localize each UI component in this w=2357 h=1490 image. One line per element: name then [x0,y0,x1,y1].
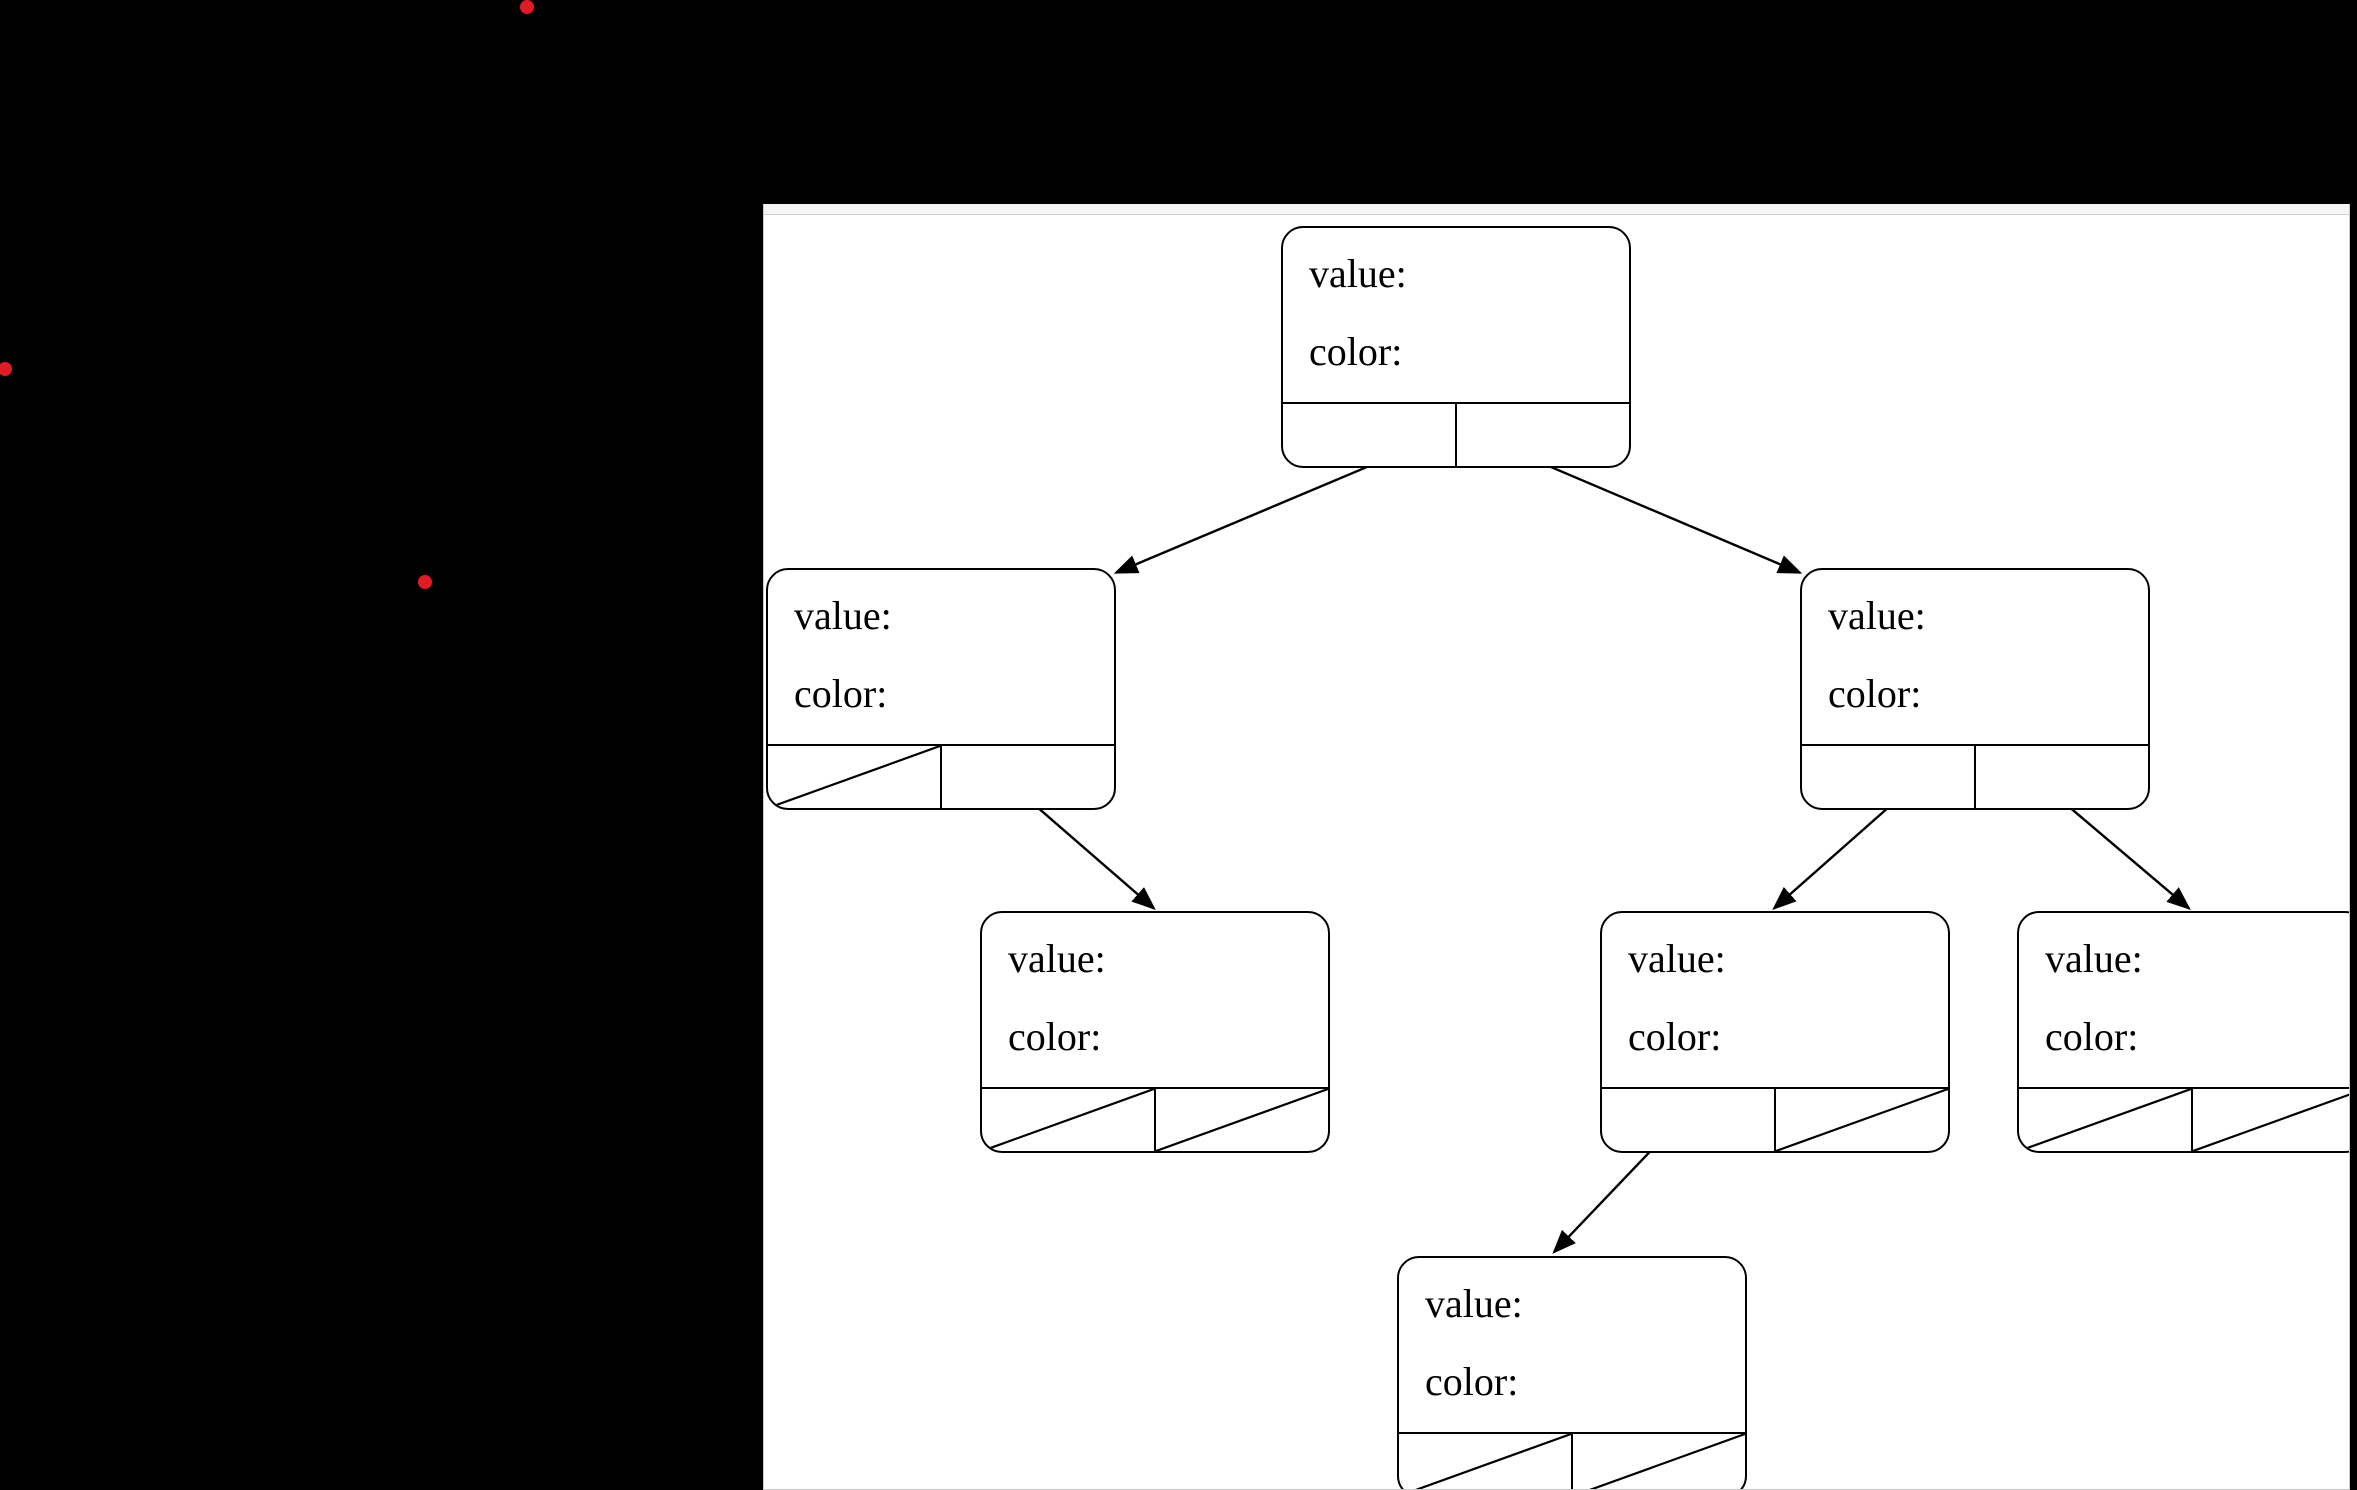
node-right-value-row: value: [1828,596,2148,636]
node-right-left-pointer-bar [1602,1087,1948,1151]
node-right-left-value-row: value: [1628,939,1948,979]
null-pointer-slash-icon [1399,1434,1571,1490]
node-right-pointer-bar [1802,744,2148,808]
edge-right-right [2063,801,2191,911]
node-root-left-pointer-cell[interactable] [1283,404,1455,466]
node-root-right-pointer-cell[interactable] [1455,404,1629,466]
node-left-right[interactable]: value: color: [980,911,1330,1153]
node-right-right-value-row: value: [2045,936,2349,981]
node-deep-left[interactable]: value: color: [1397,1256,1747,1490]
node-deep-left-body: value: color: [1399,1258,1745,1434]
null-pointer-slash-icon [2019,1089,2191,1151]
node-root-body: value: color: [1283,228,1629,404]
node-left-right-right-pointer-cell[interactable] [1154,1089,1328,1151]
node-left[interactable]: value: color: [766,568,1116,810]
node-right-value-label: value: [1828,593,1926,638]
node-left-right-pointer-cell[interactable] [940,746,1114,808]
node-right-left-pointer-cell[interactable] [1802,746,1974,808]
node-right-right[interactable]: value: color: [2017,911,2350,1153]
node-right-left-body: value: color: [1602,913,1948,1089]
node-left-right-left-pointer-cell[interactable] [982,1089,1154,1151]
node-right-color-label: color: [1828,671,1922,716]
node-right-right-color-row: color: [2045,1014,2349,1059]
node-right-right-pointer-bar [2019,1087,2350,1151]
node-deep-left-pointer-bar [1399,1432,1745,1490]
marker-top-dot [520,0,534,14]
marker-mid-dot [418,575,432,589]
node-right-body: value: color: [1802,570,2148,746]
node-right-left-right-pointer-cell[interactable] [1774,1089,1948,1151]
node-deep-left-value-row: value: [1425,1284,1745,1324]
node-left-value-row: value: [794,596,1114,636]
null-pointer-slash-icon [768,746,940,808]
node-right-right-body: value: color: [2019,913,2349,1089]
node-root[interactable]: value: color: [1281,226,1631,468]
node-right-left[interactable]: value: color: [1600,911,1950,1153]
null-pointer-slash-icon [1573,1434,1745,1490]
node-deep-left-right-pointer-cell[interactable] [1571,1434,1745,1490]
node-right-right-right-pointer-cell[interactable] [2191,1089,2350,1151]
node-root-value-label: value: [1309,251,1407,296]
node-right-right-color-label: color: [2045,1014,2139,1059]
node-left-value-label: value: [794,593,892,638]
node-left-right-color-row: color: [1008,1017,1328,1057]
node-deep-left-left-pointer-cell[interactable] [1399,1434,1571,1490]
node-right-left-left-pointer-cell[interactable] [1602,1089,1774,1151]
edge-right-left [1772,801,1895,911]
edge-layer [1031,458,2191,1254]
node-deep-left-color-row: color: [1425,1362,1745,1402]
node-right-right-left-pointer-cell[interactable] [2019,1089,2191,1151]
null-pointer-slash-icon [1776,1089,1948,1151]
node-right-left-color-label: color: [1628,1014,1722,1059]
node-left-body: value: color: [768,570,1114,746]
node-root-color-label: color: [1309,329,1403,374]
edge-left-right [1031,801,1156,911]
node-root-pointer-bar [1283,402,1629,466]
node-root-color-row: color: [1309,332,1629,372]
node-left-right-value-row: value: [1008,939,1328,979]
diagram-panel: value:color:value:color:value:color:valu… [763,204,2350,1490]
node-left-right-body: value: color: [982,913,1328,1089]
node-right[interactable]: value: color: [1800,568,2150,810]
marker-left-dot [0,362,12,376]
node-left-pointer-bar [768,744,1114,808]
panel-titlebar [764,204,2349,215]
node-right-left-value-label: value: [1628,936,1726,981]
node-left-color-row: color: [794,674,1114,714]
edge-root-right [1533,458,1803,574]
node-right-right-pointer-cell[interactable] [1974,746,2148,808]
null-pointer-slash-icon [1156,1089,1328,1151]
edge-root-left [1113,458,1385,574]
node-right-right-value-label: value: [2045,936,2143,981]
node-right-color-row: color: [1828,674,2148,714]
node-root-value-row: value: [1309,254,1629,294]
diagram-surface[interactable]: value:color:value:color:value:color:valu… [764,215,2349,1489]
node-deep-left-value-label: value: [1425,1281,1523,1326]
edge-rightleft-deep [1552,1143,1658,1254]
node-left-right-pointer-bar [982,1087,1328,1151]
node-left-color-label: color: [794,671,888,716]
null-pointer-slash-icon [2193,1089,2350,1151]
node-left-right-value-label: value: [1008,936,1106,981]
node-deep-left-color-label: color: [1425,1359,1519,1404]
null-pointer-slash-icon [982,1089,1154,1151]
node-left-left-pointer-cell[interactable] [768,746,940,808]
node-left-right-color-label: color: [1008,1014,1102,1059]
node-right-left-color-row: color: [1628,1017,1948,1057]
